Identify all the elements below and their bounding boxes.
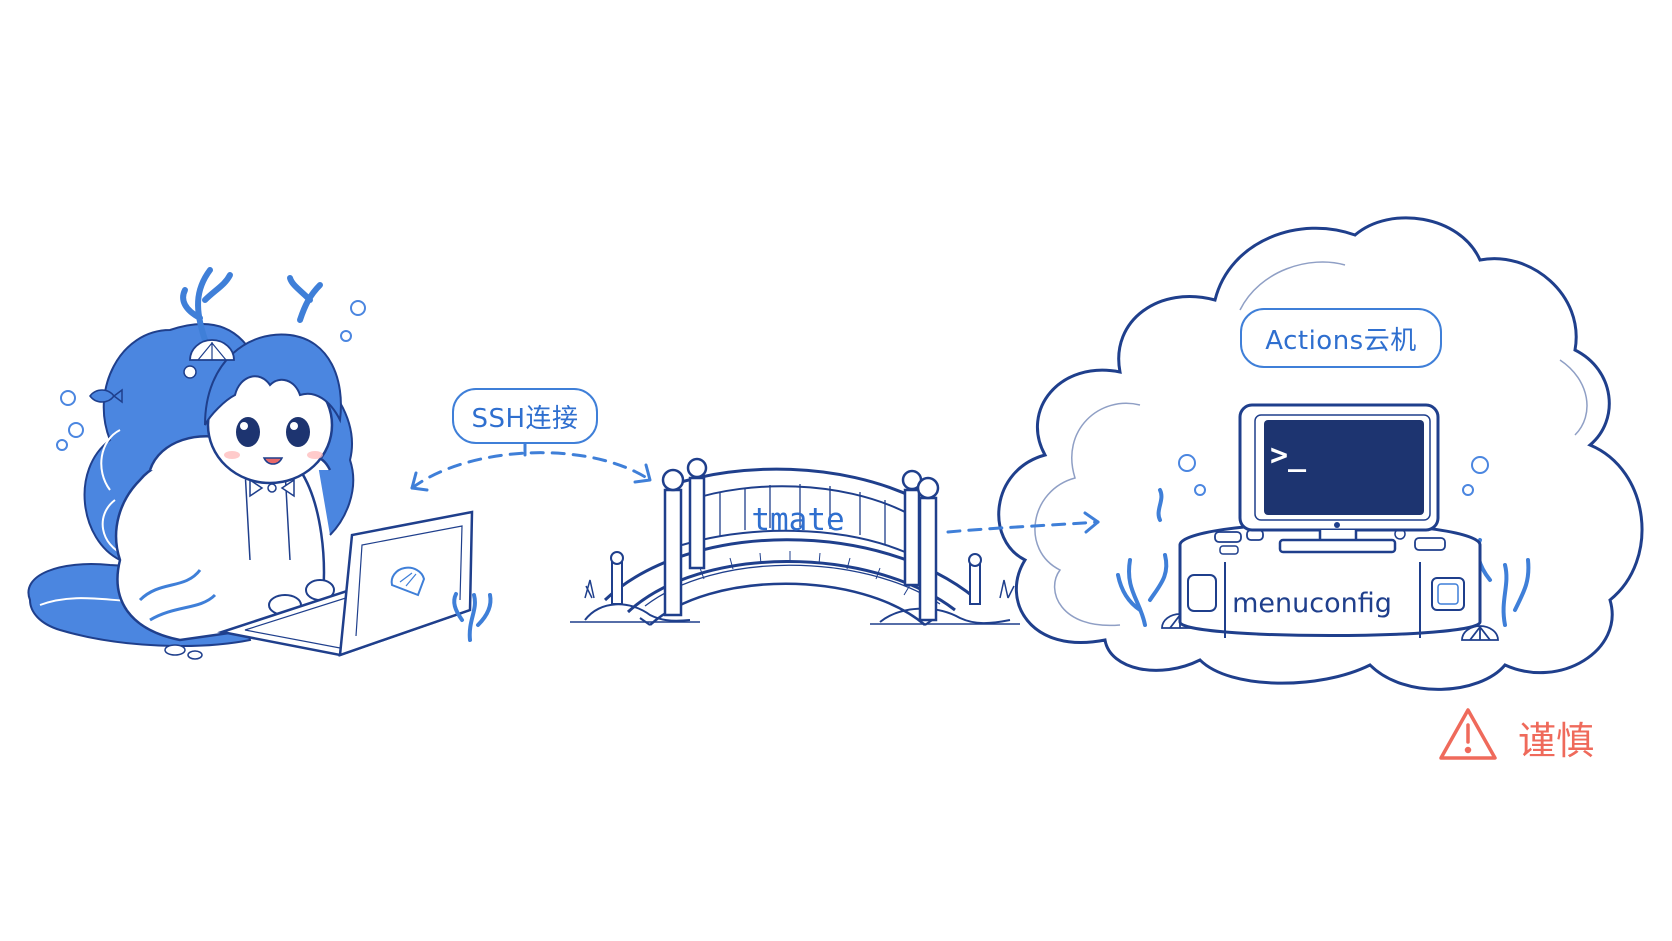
girl-bubbles [56,300,366,451]
tmate-arrow [946,511,1100,534]
small-fish [89,388,123,404]
monitor [1238,403,1440,554]
cloud-title-label: Actions云机 [1240,308,1442,368]
ssh-label: SSH连接 [452,388,598,444]
terminal-screen [1264,420,1424,515]
tmate-label: tmate [751,502,845,538]
ssh-arrow [410,438,652,492]
terminal-prompt: >_ [1270,438,1307,473]
girl-seaweed [452,592,493,642]
bridge [570,457,1020,626]
mermaid-girl [27,267,355,647]
warning: 谨慎 [1518,710,1594,765]
warning-text: 谨慎 [1518,719,1595,763]
laptop [217,510,474,657]
pebbles [164,644,203,660]
menuconfig-label: menuconfig [1232,588,1392,619]
cloud-bubbles [1178,454,1489,496]
warning-triangle-icon [1439,708,1497,760]
